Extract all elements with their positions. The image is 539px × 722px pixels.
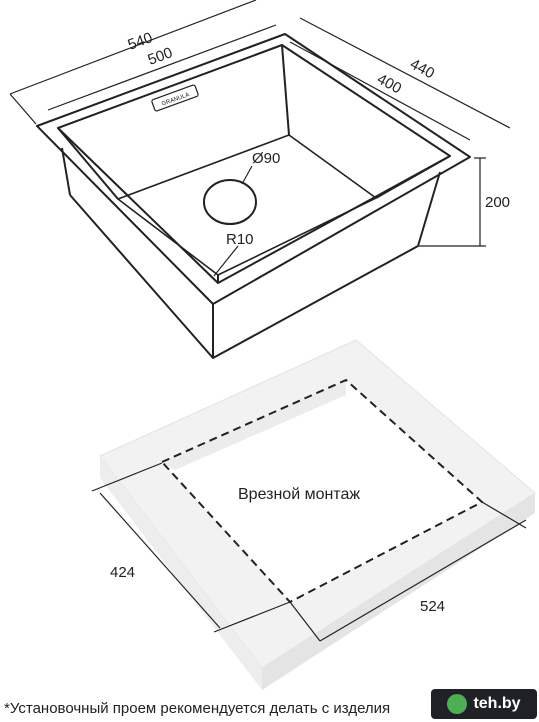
drain-hole	[203, 179, 257, 225]
dim-height: 200	[485, 194, 510, 211]
bowl-edge	[281, 44, 290, 136]
cutout-inner-wall	[162, 380, 346, 470]
countertop-panel	[99, 339, 536, 690]
watermark-logo-icon	[447, 694, 468, 714]
watermark-text: teh.by	[473, 695, 521, 712]
watermark-badge: teh.by	[431, 689, 537, 719]
bowl-edge	[57, 127, 119, 200]
dim-outer-depth: 440	[407, 56, 437, 83]
bowl-edge	[375, 155, 451, 199]
corner-radius-label: R10	[226, 231, 254, 248]
radius-leader	[213, 245, 239, 277]
cutout-dimension-lines	[91, 462, 527, 642]
body-side	[69, 171, 441, 359]
dim-inner-width: 500	[146, 44, 175, 69]
countertop-front-edge	[100, 456, 262, 690]
dim-cutout-depth: 424	[110, 564, 135, 581]
dim-cutout-width: 524	[420, 598, 445, 615]
sink-basin	[36, 33, 471, 359]
sink-bowl-bottom	[117, 134, 377, 276]
dim-inner-depth: 400	[374, 71, 404, 98]
cutout-title: Врезной монтаж	[238, 486, 360, 503]
drain-diameter-label: Ø90	[252, 150, 280, 167]
dimension-lines	[9, 0, 511, 277]
countertop-side-edge	[262, 493, 535, 690]
footnote: *Установочный проем рекомендуется делать…	[4, 700, 391, 717]
drain-leader	[241, 165, 253, 185]
brand-plate: GRANULA	[151, 84, 199, 112]
body-edge	[61, 147, 71, 196]
sink-rim	[36, 33, 471, 305]
